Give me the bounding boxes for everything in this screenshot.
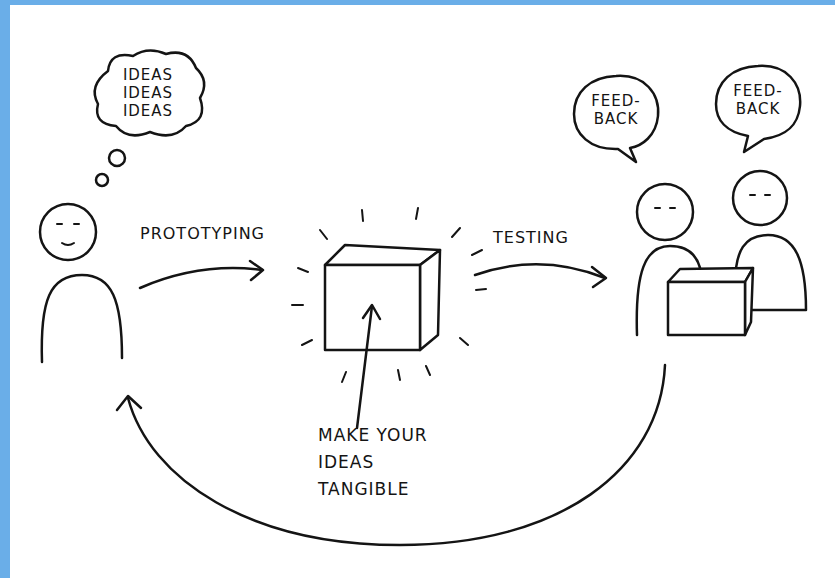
glow-rays: [292, 208, 486, 382]
callout-note: MAKE YOUR IDEAS TANGIBLE: [318, 422, 453, 504]
text-group: IDEAS IDEAS IDEAS: [118, 66, 178, 120]
process-arrow: [475, 264, 605, 278]
frame-edge: [0, 0, 10, 578]
person-smile: [62, 243, 74, 245]
box-top: [668, 268, 753, 282]
speech-bubble-shape: [716, 66, 800, 152]
process-arrow: [140, 268, 262, 288]
person-head: [40, 204, 96, 260]
speech-bubble: FEED- BACK: [570, 72, 662, 162]
bubble-text: FEED- BACK: [728, 82, 788, 118]
arrow-head: [592, 267, 606, 287]
thought-bubble: IDEAS IDEAS IDEAS: [88, 46, 208, 141]
thought-dot: [96, 174, 108, 186]
speech-bubble-shape: [574, 76, 658, 162]
box-front: [668, 282, 745, 335]
speech-bubble: FEED- BACK: [712, 62, 804, 152]
step-label: TESTING: [493, 228, 613, 247]
frame-edge: [0, 0, 835, 5]
person-eyes: [750, 194, 770, 196]
person-body: [42, 275, 122, 362]
arrow-head: [250, 261, 263, 280]
step-label: PROTOTYPING: [140, 224, 300, 243]
leader-arrow: [357, 306, 372, 428]
cube-front: [325, 265, 420, 350]
loop-arrow: [128, 365, 665, 545]
person-head: [637, 184, 693, 240]
arrow-head: [117, 396, 141, 410]
bubble-text: IDEAS IDEAS IDEAS: [118, 66, 178, 120]
arrow-head: [363, 305, 380, 319]
thought-dot: [109, 150, 125, 166]
person-eyes: [655, 207, 675, 209]
thought-bubble-shape: [95, 50, 204, 135]
person-eyes: [57, 223, 79, 225]
bubble-text: FEED- BACK: [586, 92, 646, 128]
text-group: FEED- BACK: [586, 92, 646, 128]
text-group: FEED- BACK: [728, 82, 788, 118]
person-head: [733, 171, 787, 225]
cube-side: [420, 250, 440, 350]
